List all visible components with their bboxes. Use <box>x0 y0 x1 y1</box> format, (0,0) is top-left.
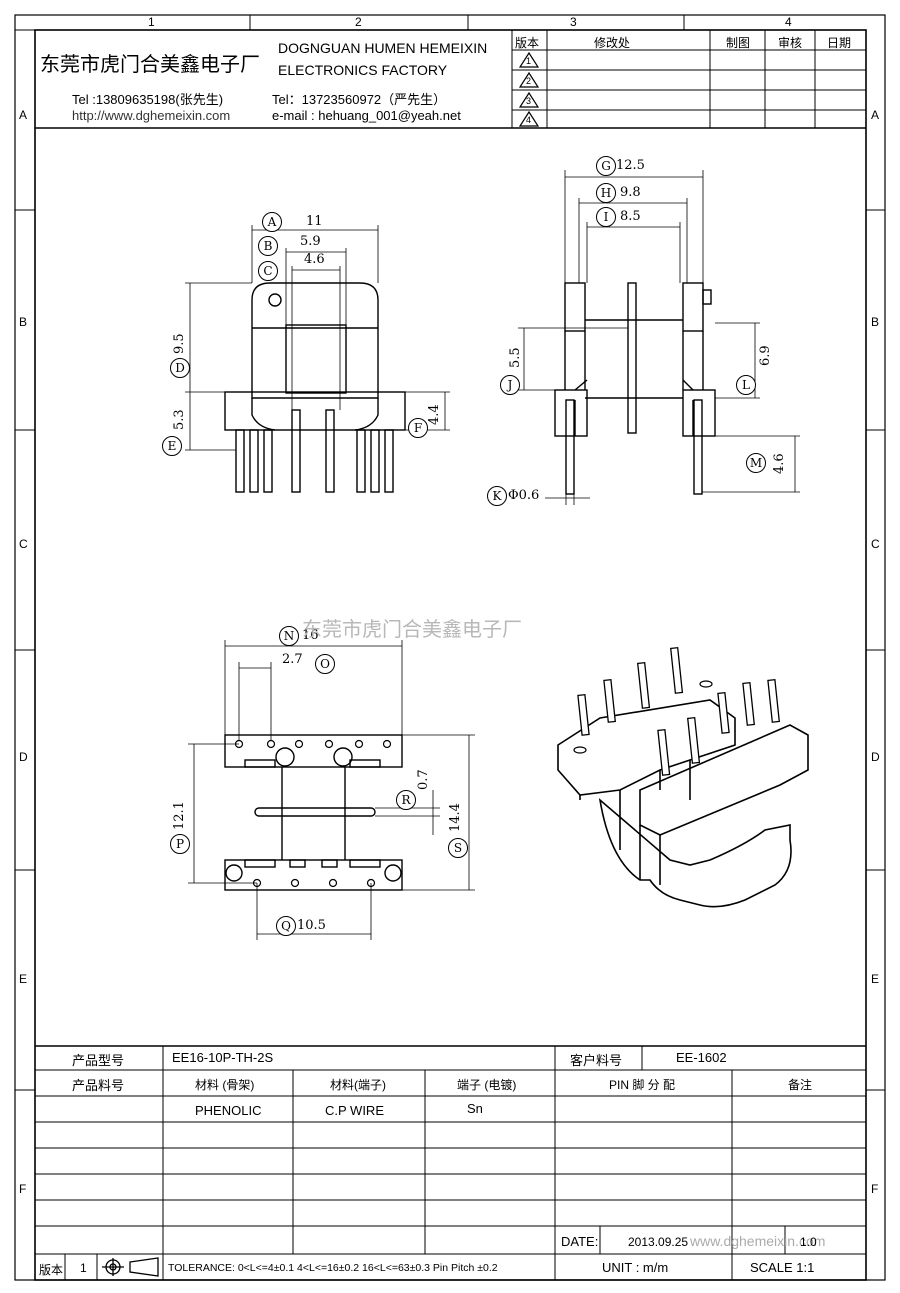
dim-value-d: 9.5 <box>172 333 187 354</box>
material-bobbin-label: 材料 (骨架) <box>195 1078 255 1092</box>
watermark-url: www.dghemeixin.com <box>690 1233 826 1249</box>
dim-value-q: 10.5 <box>297 918 326 933</box>
row-label-a-left: A <box>19 108 28 122</box>
dim-value-r: 0.7 <box>416 769 431 790</box>
dim-marker-c: C <box>258 261 278 281</box>
date-value: 2013.09.25 <box>628 1235 689 1249</box>
version-value: 1 <box>80 1261 87 1275</box>
dim-value-i: 8.5 <box>620 209 641 224</box>
column-label-4: 4 <box>785 15 792 29</box>
row-label-f-right: F <box>871 1182 879 1196</box>
rev-header-date: 日期 <box>827 36 852 50</box>
dim-marker-p: P <box>170 834 190 854</box>
dim-value-s: 14.4 <box>448 803 463 832</box>
row-label-c-left: C <box>19 537 28 551</box>
rev-row-2: 2 <box>526 76 532 86</box>
dim-marker-r: R <box>396 790 416 810</box>
customer-part-label: 客户料号 <box>570 1053 623 1068</box>
dim-marker-b: B <box>258 236 278 256</box>
version-small-value: 1.0 <box>800 1235 817 1249</box>
product-model-label: 产品型号 <box>72 1053 125 1068</box>
dim-marker-q: Q <box>276 916 296 936</box>
dim-marker-i: I <box>596 207 616 227</box>
remarks-label: 备注 <box>788 1078 813 1092</box>
dim-marker-h: H <box>596 183 616 203</box>
dim-marker-k: K <box>487 486 507 506</box>
terminal-plating-label: 端子 (电镀) <box>457 1078 517 1092</box>
dim-marker-o: O <box>315 654 335 674</box>
pin-assignment-label: PIN 脚 分 配 <box>609 1078 676 1092</box>
row-label-b-right: B <box>871 315 880 329</box>
dim-marker-a: A <box>262 212 282 232</box>
company-name-en-line1: DOGNGUAN HUMEN HEMEIXIN <box>278 40 488 56</box>
scale-text: SCALE 1:1 <box>750 1260 815 1275</box>
product-part-label: 产品料号 <box>72 1078 125 1093</box>
dim-marker-m: M <box>746 453 766 473</box>
dim-value-l: 6.9 <box>758 345 773 366</box>
product-model-value: EE16-10P-TH-2S <box>172 1050 274 1065</box>
rev-row-1: 1 <box>526 56 532 66</box>
dim-value-o: 2.7 <box>282 652 303 667</box>
dim-value-m: 4.6 <box>772 453 787 474</box>
dim-value-n: 16 <box>302 628 319 643</box>
dim-value-j: 5.5 <box>508 347 523 368</box>
dim-value-b: 5.9 <box>300 234 321 249</box>
column-label-3: 3 <box>570 15 577 29</box>
dim-marker-l: L <box>736 375 756 395</box>
row-label-d-right: D <box>871 750 880 764</box>
column-label-1: 1 <box>148 15 155 29</box>
company-website: http://www.dghemeixin.com <box>72 108 231 123</box>
dim-value-c: 4.6 <box>304 252 325 267</box>
dim-value-e: 5.3 <box>172 409 187 430</box>
column-label-2: 2 <box>355 15 362 29</box>
rev-header-checked: 审核 <box>778 36 803 50</box>
date-label: DATE: <box>561 1234 599 1249</box>
rev-header-drawn: 制图 <box>726 36 751 50</box>
rev-header-change: 修改处 <box>594 36 631 50</box>
rev-row-4: 4 <box>526 115 532 125</box>
dim-value-p: 12.1 <box>172 801 187 830</box>
row-label-e-right: E <box>871 972 880 986</box>
contact-email: e-mail : hehuang_001@yeah.net <box>272 108 461 123</box>
dim-marker-e: E <box>162 436 182 456</box>
company-name-cn: 东莞市虎门合美鑫电子厂 <box>40 54 260 76</box>
dim-value-a: 11 <box>306 214 323 229</box>
dim-marker-f: F <box>408 418 428 438</box>
row-label-d-left: D <box>19 750 28 764</box>
row-label-e-left: E <box>19 972 28 986</box>
row-label-b-left: B <box>19 315 28 329</box>
dim-value-g: 12.5 <box>616 158 645 173</box>
rev-row-3: 3 <box>526 96 532 106</box>
dim-marker-j: J <box>500 375 520 395</box>
row-label-f-left: F <box>19 1182 27 1196</box>
company-name-en-line2: ELECTRONICS FACTORY <box>278 62 448 78</box>
material-pin-label: 材料(端子) <box>330 1078 386 1092</box>
dim-marker-n: N <box>279 626 299 646</box>
dim-marker-d: D <box>170 358 190 378</box>
material-bobbin-value: PHENOLIC <box>195 1103 262 1118</box>
row-label-a-right: A <box>871 108 880 122</box>
material-pin-value: C.P WIRE <box>325 1103 384 1118</box>
contact-tel-1: Tel :13809635198(张先生) <box>72 92 224 107</box>
watermark-text: 东莞市虎门合美鑫电子厂 <box>302 619 522 641</box>
tolerance-text: TOLERANCE: 0<L<=4±0.1 4<L<=16±0.2 16<L<=… <box>168 1262 498 1274</box>
dim-value-f: 4.4 <box>427 404 442 425</box>
dim-value-h: 9.8 <box>620 185 641 200</box>
dim-value-k: Φ0.6 <box>508 488 540 503</box>
version-label: 版本 <box>39 1263 64 1277</box>
dim-marker-s: S <box>448 838 468 858</box>
row-label-c-right: C <box>871 537 880 551</box>
rev-header-version: 版本 <box>515 36 540 50</box>
terminal-plating-value: Sn <box>467 1101 483 1116</box>
unit-text: UNIT : m/m <box>602 1260 669 1275</box>
dim-marker-g: G <box>596 156 616 176</box>
contact-tel-2: Tel：13723560972（严先生） <box>272 92 447 107</box>
customer-part-value: EE-1602 <box>676 1050 727 1065</box>
